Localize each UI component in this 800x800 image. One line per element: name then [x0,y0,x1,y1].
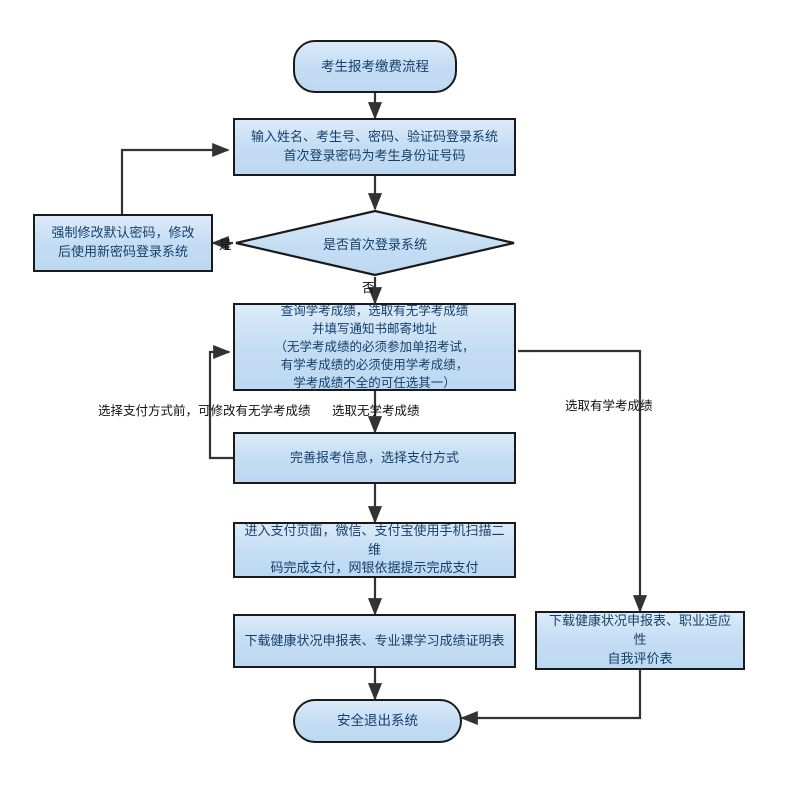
edge-complete-info-back-to-query [208,344,233,460]
node-decision-first-login-label: 是否首次登录系统 [322,236,427,252]
edge-query-to-download-right [518,349,648,613]
node-login-label: 输入姓名、考生号、密码、验证码登录系统 首次登录密码为考生身份证号码 [250,129,498,163]
node-complete-info-label: 完善报考信息，选择支付方式 [289,449,459,465]
node-change-password[interactable]: 强制修改默认密码，修改 后使用新密码登录系统 [33,214,213,272]
node-download-left[interactable]: 下载健康状况申报表、专业课学习成绩证明表 [233,614,516,668]
edge-label-modify-before-pay: 选择支付方式前，可修改有无学考成绩 [98,404,311,418]
edge-change-password-to-login [120,142,230,214]
edge-label-yes: 是 [219,238,232,252]
node-exit-label: 安全退出系统 [337,713,418,729]
node-change-password-label: 强制修改默认密码，修改 后使用新密码登录系统 [51,225,195,259]
node-decision-first-login[interactable]: 是否首次登录系统 [233,209,517,277]
node-complete-info[interactable]: 完善报考信息，选择支付方式 [233,432,516,484]
edge-download-right-to-exit [460,670,642,726]
edge-label-no: 否 [362,281,375,295]
node-query-scores-label: 查询学考成绩，选取有无学考成绩 并填写通知书邮寄地址 （无学考成绩的必须参加单招… [274,303,475,391]
node-download-left-label: 下载健康状况申报表、专业课学习成绩证明表 [244,632,505,648]
node-query-scores[interactable]: 查询学考成绩，选取有无学考成绩 并填写通知书邮寄地址 （无学考成绩的必须参加单招… [233,303,516,391]
node-download-right-label: 下载健康状况申报表、职业适应性 自我评价表 [548,613,731,666]
node-download-right[interactable]: 下载健康状况申报表、职业适应性 自我评价表 [535,611,745,670]
node-exit[interactable]: 安全退出系统 [293,699,462,743]
node-start-label: 考生报考缴费流程 [321,58,429,74]
edge-label-choose-no-score: 选取无学考成绩 [332,404,420,418]
node-login[interactable]: 输入姓名、考生号、密码、验证码登录系统 首次登录密码为考生身份证号码 [233,118,516,176]
decision-diamond-shape [235,209,515,277]
edge-label-choose-has-score: 选取有学考成绩 [565,399,653,413]
node-start[interactable]: 考生报考缴费流程 [293,40,457,93]
node-payment-page[interactable]: 进入支付页面，微信、支付宝使用手机扫描二维 码完成支付，网银依据提示完成支付 [233,522,516,578]
node-payment-page-label: 进入支付页面，微信、支付宝使用手机扫描二维 码完成支付，网银依据提示完成支付 [244,522,505,576]
